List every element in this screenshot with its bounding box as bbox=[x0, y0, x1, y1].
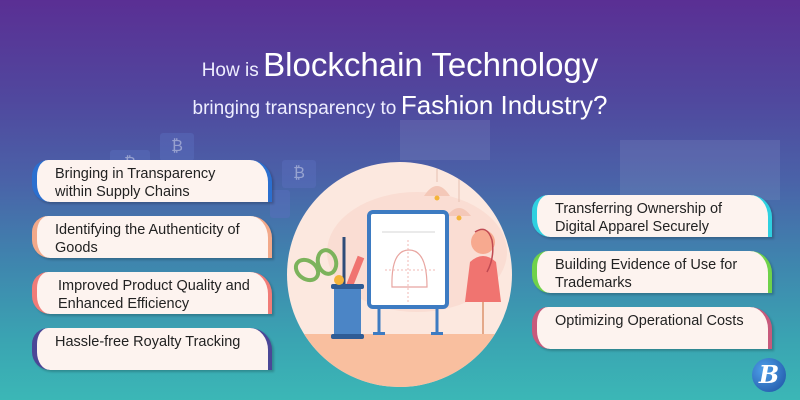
brand-logo-icon: B bbox=[752, 358, 786, 392]
benefit-card: Improved Product Quality and Enhanced Ef… bbox=[32, 272, 272, 314]
illustration-icon bbox=[287, 162, 512, 387]
title-emphasis: Fashion Industry? bbox=[400, 90, 608, 120]
benefit-label: Transferring Ownership of Digital Appare… bbox=[555, 201, 723, 235]
background-monitor bbox=[620, 140, 780, 200]
title-emphasis: Blockchain Technology bbox=[263, 46, 599, 83]
page-title-line2: bringing transparency to Fashion Industr… bbox=[0, 90, 800, 121]
benefit-card: Building Evidence of Use for Trademarks bbox=[532, 251, 772, 293]
title-prefix: bringing transparency to bbox=[192, 98, 397, 119]
benefit-label: Identifying the Authenticity of Goods bbox=[55, 222, 240, 256]
benefit-label: Improved Product Quality and Enhanced Ef… bbox=[58, 278, 250, 312]
bitcoin-block-icon: ₿ bbox=[160, 133, 194, 161]
page-title-line1: How is Blockchain Technology bbox=[0, 46, 800, 84]
benefit-card: Identifying the Authenticity of Goods bbox=[32, 216, 272, 258]
benefit-card: Optimizing Operational Costs bbox=[532, 307, 772, 349]
title-prefix: How is bbox=[201, 60, 259, 81]
benefit-label: Hassle-free Royalty Tracking bbox=[55, 334, 241, 350]
benefit-card: Bringing in Transparency within Supply C… bbox=[32, 160, 272, 202]
benefit-label: Bringing in Transparency within Supply C… bbox=[55, 166, 216, 200]
benefit-label: Building Evidence of Use for Trademarks bbox=[555, 257, 738, 291]
fashion-design-illustration bbox=[287, 162, 512, 387]
background-screen bbox=[400, 120, 490, 160]
benefit-label: Optimizing Operational Costs bbox=[555, 313, 744, 329]
bitcoin-block-icon bbox=[270, 190, 290, 218]
benefit-card: Hassle-free Royalty Tracking bbox=[32, 328, 272, 370]
bitcoin-block-icon: ₿ bbox=[282, 160, 316, 188]
benefit-card: Transferring Ownership of Digital Appare… bbox=[532, 195, 772, 237]
